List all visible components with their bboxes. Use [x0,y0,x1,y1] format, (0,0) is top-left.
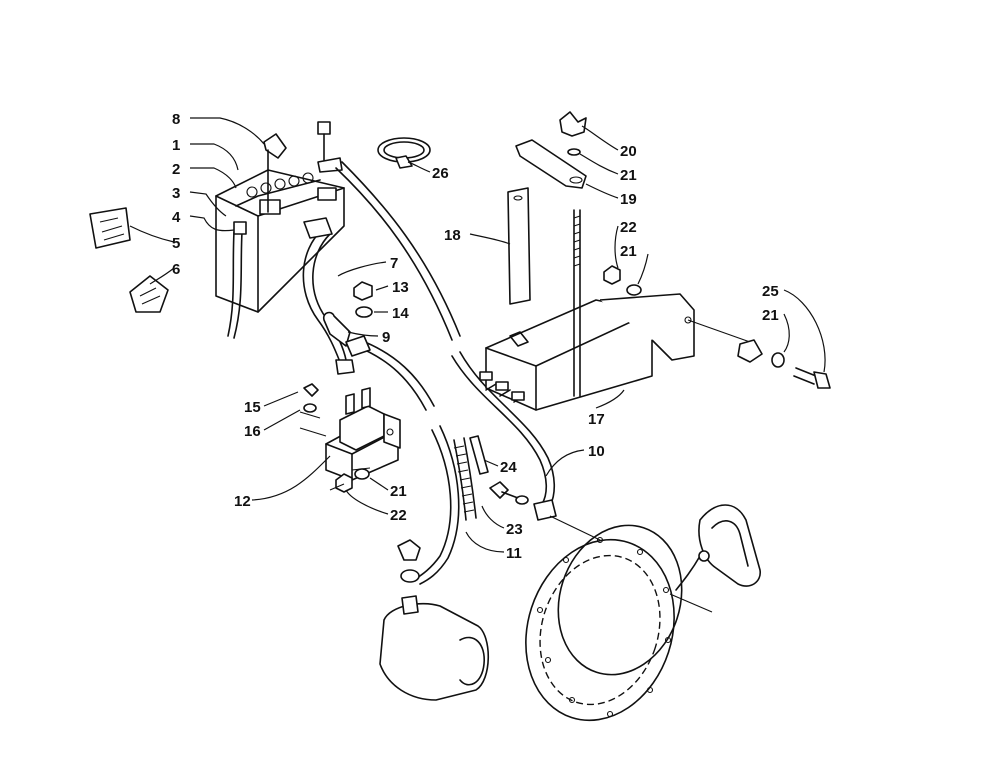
vent-hose [233,231,243,339]
cable-9 [345,335,435,411]
bolt-top [317,121,343,173]
solenoid [299,387,401,481]
callout-21-solenoid: 21 [390,483,407,500]
callout-14: 14 [392,305,409,322]
callout-21-right: 21 [762,307,779,324]
callout-8: 8 [172,111,180,128]
callout-5: 5 [172,235,180,252]
nut-13 [353,281,373,301]
callout-11: 11 [506,545,522,562]
bolt-25 [793,367,831,389]
threaded-rod [573,209,581,397]
bracket-19 [515,139,587,189]
nut-22-lower [335,473,353,493]
decal [89,207,131,249]
callout-22-solenoid: 22 [390,507,407,524]
battery-pad [129,275,169,313]
clamp-26 [377,137,431,169]
recoil-handle [675,504,761,591]
callout-2: 2 [172,161,180,178]
callout-labels: 8 1 2 3 4 5 6 7 13 14 9 15 16 12 21 22 1… [172,111,779,562]
callout-23: 23 [506,521,523,538]
callout-16: 16 [244,423,261,440]
cable-11 [413,425,460,585]
callout-9: 9 [382,329,390,346]
leader-lines [129,117,826,553]
callout-3: 3 [172,185,180,202]
callout-24: 24 [500,459,517,476]
callout-1: 1 [172,137,180,154]
fastener-16 [303,403,317,413]
loom-23 [453,437,477,521]
cable-10 [451,351,601,541]
wing-nut-20 [559,111,587,137]
callout-26: 26 [432,165,449,182]
callout-18: 18 [444,227,461,244]
vent-fitting [233,221,247,235]
starter-motor [379,539,489,701]
nut-22-upper [603,265,621,285]
tie-strap-24 [469,435,489,475]
battery [215,169,345,313]
fastener-15 [303,383,319,397]
washer-21-mid [626,284,642,296]
callout-13: 13 [392,279,409,296]
callout-6: 6 [172,261,180,278]
callout-20: 20 [620,143,637,160]
cable-main [335,161,461,341]
washer-21-right [771,352,785,368]
terminal-cap [263,133,287,213]
bolt-mount [489,481,529,505]
callout-22-upper: 22 [620,219,637,236]
callout-4: 4 [172,209,181,226]
washer-14 [355,306,373,318]
washer-21-top [567,148,581,156]
strap-18 [507,187,531,305]
plate-right [737,339,763,363]
callout-25: 25 [762,283,779,300]
cable-7 [302,217,355,375]
boot-9 [322,311,351,347]
callout-21-top: 21 [620,167,637,184]
callout-19: 19 [620,191,637,208]
callout-21-mid: 21 [620,243,637,260]
washer-21-lower [354,468,370,480]
callout-10: 10 [588,443,605,460]
callout-12: 12 [234,493,251,510]
flywheel-housing [525,524,713,722]
battery-box [479,293,751,411]
callout-17: 17 [588,411,605,428]
callout-7: 7 [390,255,398,272]
callout-15: 15 [244,399,261,416]
